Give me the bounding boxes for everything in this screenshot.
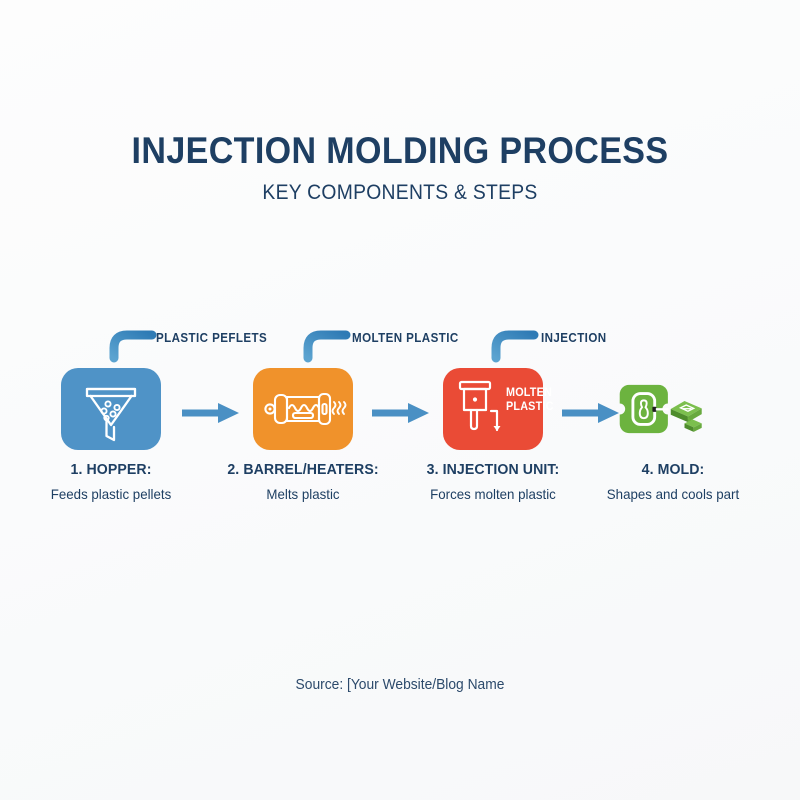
step-caption-2: 2. BARREL/HEATERS: Melts plastic xyxy=(200,462,406,501)
page-subtitle: KEY COMPONENTS & STEPS xyxy=(262,181,538,204)
step-caption-1: 1. HOPPER: Feeds plastic pellets xyxy=(8,462,214,501)
step-description-1: Feeds plastic pellets xyxy=(50,486,172,503)
connector-label-1: PLASTIC PEFLETS xyxy=(156,331,268,345)
step-tile-3: MOLTEN PLASTIC xyxy=(443,368,553,450)
step-tile-wrapper xyxy=(26,368,196,450)
step-tile-4 xyxy=(618,366,704,452)
elbow-connector-icon xyxy=(302,328,351,363)
step-title-1: 1. HOPPER: xyxy=(70,461,152,478)
step-tile-wrapper xyxy=(588,368,758,450)
step-caption-3: 3. INJECTION UNIT: Forces molten plastic xyxy=(390,462,596,501)
step-description-3: Forces molten plastic xyxy=(430,486,556,503)
connector-label-2: MOLTEN PLASTIC xyxy=(352,331,459,345)
molten-plastic-line-1: MOLTEN xyxy=(506,387,552,399)
step-tile-2 xyxy=(253,368,353,450)
process-flow: PLASTIC PEFLETS MOLTEN PLASTIC xyxy=(0,310,800,530)
elbow-connector-icon xyxy=(108,328,157,363)
connector-label-3: INJECTION xyxy=(541,331,607,345)
funnel-icon xyxy=(85,387,137,442)
molten-plastic-line-2: PLASTIC xyxy=(506,401,554,414)
molten-plastic-label: MOLTEN PLASTIC xyxy=(506,386,554,414)
step-tile-wrapper: MOLTEN PLASTIC xyxy=(408,368,578,450)
process-step-injection-unit[interactable]: MOLTEN PLASTIC 3. INJECTION UNIT: Forces… xyxy=(408,310,578,530)
page-title: INJECTION MOLDING PROCESS xyxy=(131,130,669,171)
elbow-connector-icon xyxy=(490,328,539,363)
piston-icon xyxy=(458,380,501,432)
process-step-mold[interactable]: 4. MOLD: Shapes and cools part xyxy=(588,310,758,530)
step-tile-1 xyxy=(61,368,161,450)
step-description-2: Melts plastic xyxy=(266,486,340,503)
header: INJECTION MOLDING PROCESS KEY COMPONENTS… xyxy=(0,132,800,203)
barrel-heater-icon xyxy=(264,392,347,426)
source-credit: Source: [Your Website/Blog Name xyxy=(295,677,505,693)
step-description-4: Shapes and cools part xyxy=(606,486,740,503)
process-step-barrel[interactable]: 2. BARREL/HEATERS: Melts plastic xyxy=(218,310,388,530)
process-step-hopper[interactable]: 1. HOPPER: Feeds plastic pellets xyxy=(26,310,196,530)
step-caption-4: 4. MOLD: Shapes and cools part xyxy=(570,462,776,501)
arrow-right-icon xyxy=(372,402,430,424)
arrow-right-icon xyxy=(562,402,620,424)
step-title-4: 4. MOLD: xyxy=(641,461,705,478)
mold-icon xyxy=(618,383,702,435)
arrow-right-icon xyxy=(182,402,240,424)
step-title-3: 3. INJECTION UNIT: xyxy=(426,461,560,478)
step-tile-wrapper xyxy=(218,368,388,450)
step-title-2: 2. BARREL/HEATERS: xyxy=(227,461,379,478)
